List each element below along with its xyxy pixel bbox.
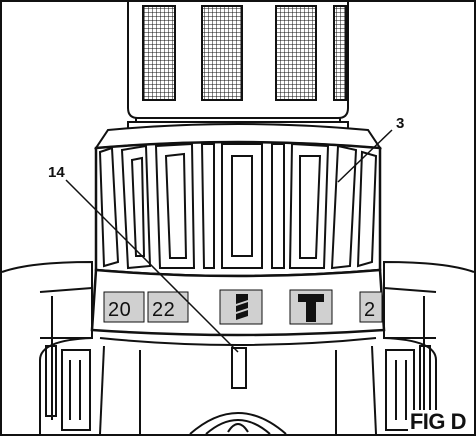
setting-20-text: 20 [108,299,131,321]
callout-3: 3 [396,115,405,132]
setting-indicator [231,347,247,389]
callout-14: 14 [48,164,65,181]
grip-block-4 [333,5,347,101]
lower-body [99,337,377,435]
torque-setting-markings: 20 22 2 [103,289,383,325]
leader-line-14 [65,179,239,353]
motor-housing-left [1,260,93,434]
setting-22-bg [147,291,189,323]
leader-line-3 [337,129,393,183]
grip-block-2 [201,5,243,101]
grip-block-1 [142,5,176,101]
setting-partial-bg [359,291,383,323]
chuck-grip-pattern [142,5,347,101]
drill-icon [236,294,248,320]
clutch-ring-ribs [98,142,378,270]
setting-partial-text: 2 [364,299,376,321]
hammer-icon [298,294,324,322]
setting-22-text: 22 [152,299,175,321]
figure-label: FIG D [407,408,468,434]
grip-block-3 [275,5,317,101]
setting-20-bg [103,291,145,323]
